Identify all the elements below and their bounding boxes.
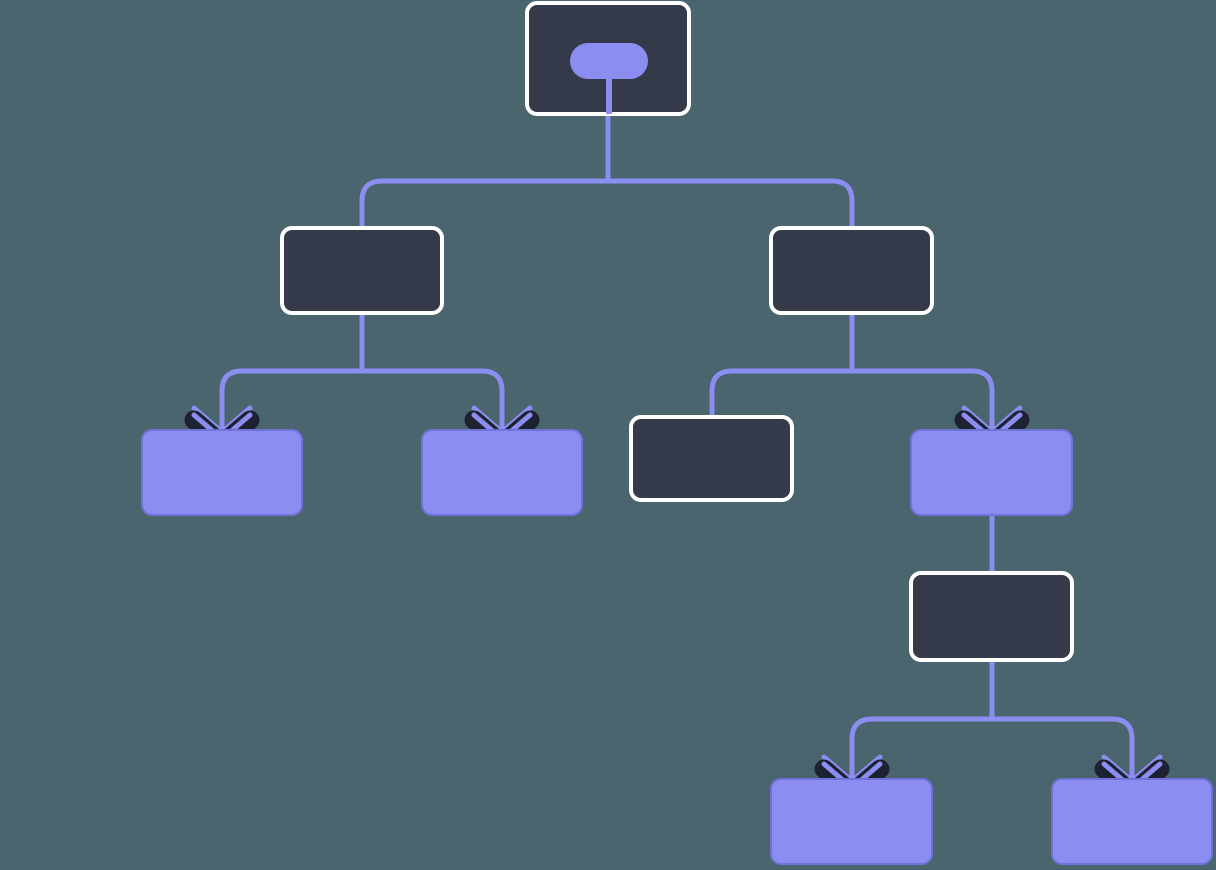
root-node-badge-pill[interactable]	[570, 43, 648, 79]
edge-root-to-level1-right	[605, 114, 855, 228]
level4-leaf-b-box[interactable]	[1051, 778, 1213, 865]
level4-leaf-a-box[interactable]	[770, 778, 933, 865]
level2-purple-branch-node-box[interactable]	[910, 429, 1073, 516]
level3-dark-node-box[interactable]	[909, 571, 1074, 662]
root-node-badge-stem	[606, 61, 612, 114]
edge-level1-left-to-leaf-b	[359, 313, 505, 430]
level2-purple-branch-node[interactable]	[910, 429, 1073, 516]
level1-left-node[interactable]	[280, 226, 444, 315]
level2-leaf-a[interactable]	[141, 429, 303, 516]
edges-layer	[219, 114, 1135, 779]
edge-level3-to-leaf-a	[849, 660, 995, 779]
level4-leaf-b[interactable]	[1051, 778, 1213, 865]
edge-level1-right-to-dark-node	[709, 313, 855, 417]
edge-level1-left-to-leaf-a	[219, 313, 365, 430]
root-node[interactable]	[525, 1, 691, 116]
level2-dark-node-box[interactable]	[629, 415, 794, 502]
edge-level3-to-leaf-b	[989, 660, 1135, 779]
level2-leaf-b-box[interactable]	[421, 429, 583, 516]
level2-dark-node[interactable]	[629, 415, 794, 502]
level1-right-node-box[interactable]	[769, 226, 934, 315]
nodes-layer	[141, 1, 1213, 865]
level4-leaf-a[interactable]	[770, 778, 933, 865]
level2-leaf-b[interactable]	[421, 429, 583, 516]
level1-left-node-box[interactable]	[280, 226, 444, 315]
edge-level1-right-to-purple-node	[849, 313, 995, 430]
level1-right-node[interactable]	[769, 226, 934, 315]
level2-leaf-a-box[interactable]	[141, 429, 303, 516]
level3-dark-node[interactable]	[909, 571, 1074, 662]
